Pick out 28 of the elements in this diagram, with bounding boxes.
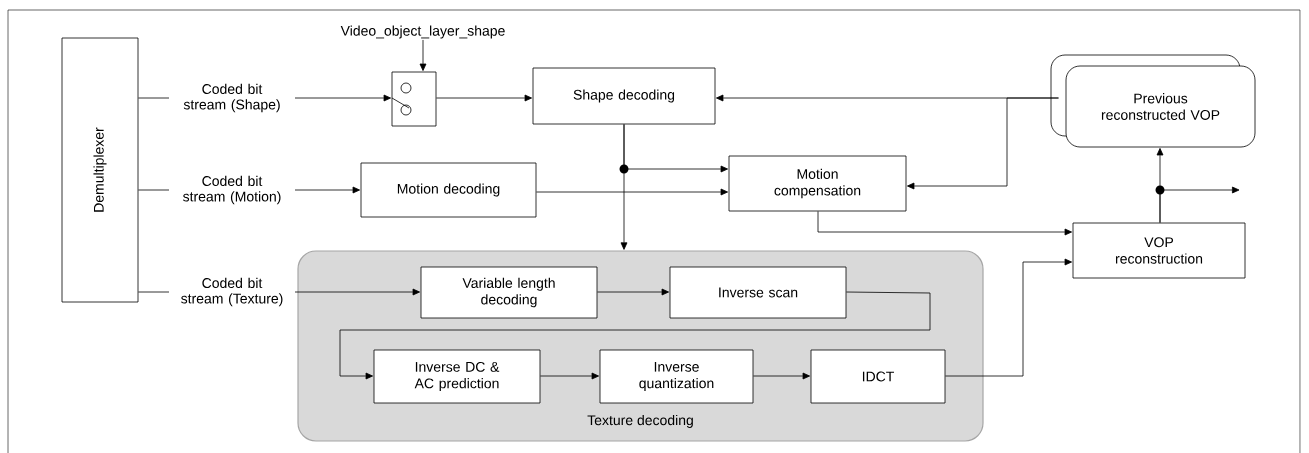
- edge-label: Coded bit stream (Texture): [181, 277, 283, 307]
- edge-label: Coded bit stream (Motion): [183, 175, 281, 205]
- process-box: Variable length decoding: [420, 266, 598, 319]
- process-box: Shape decoding: [532, 67, 716, 125]
- arrow: [419, 39, 427, 71]
- arrow: [436, 94, 532, 102]
- stacked-box: Previous reconstructed VOP: [1050, 54, 1256, 148]
- arrow: [907, 97, 1059, 190]
- process-box: Inverse DC & AC prediction: [373, 349, 541, 404]
- arrow: [945, 258, 1072, 377]
- arrow: [536, 188, 728, 196]
- process-box: Motion decoding: [360, 162, 537, 218]
- edge-label: Coded bit stream (Shape): [183, 83, 280, 113]
- arrow: [620, 124, 628, 250]
- process-box: Motion compensation: [728, 155, 907, 212]
- process-box: IDCT: [810, 349, 946, 404]
- switch-box: [391, 71, 437, 127]
- arrow: [597, 288, 669, 296]
- process-box: Inverse quantization: [599, 349, 754, 404]
- arrow: [1155, 185, 1240, 223]
- process-box: Inverse scan: [669, 266, 847, 319]
- demultiplexer-box: Demultiplexer: [61, 37, 139, 303]
- arrow: [753, 372, 810, 380]
- process-box: VOP reconstruction: [1072, 222, 1246, 279]
- signal-label: Video_object_layer_shape: [340, 25, 505, 39]
- arrow: [540, 372, 599, 380]
- arrow: [339, 291, 931, 380]
- arrow: [817, 211, 1072, 236]
